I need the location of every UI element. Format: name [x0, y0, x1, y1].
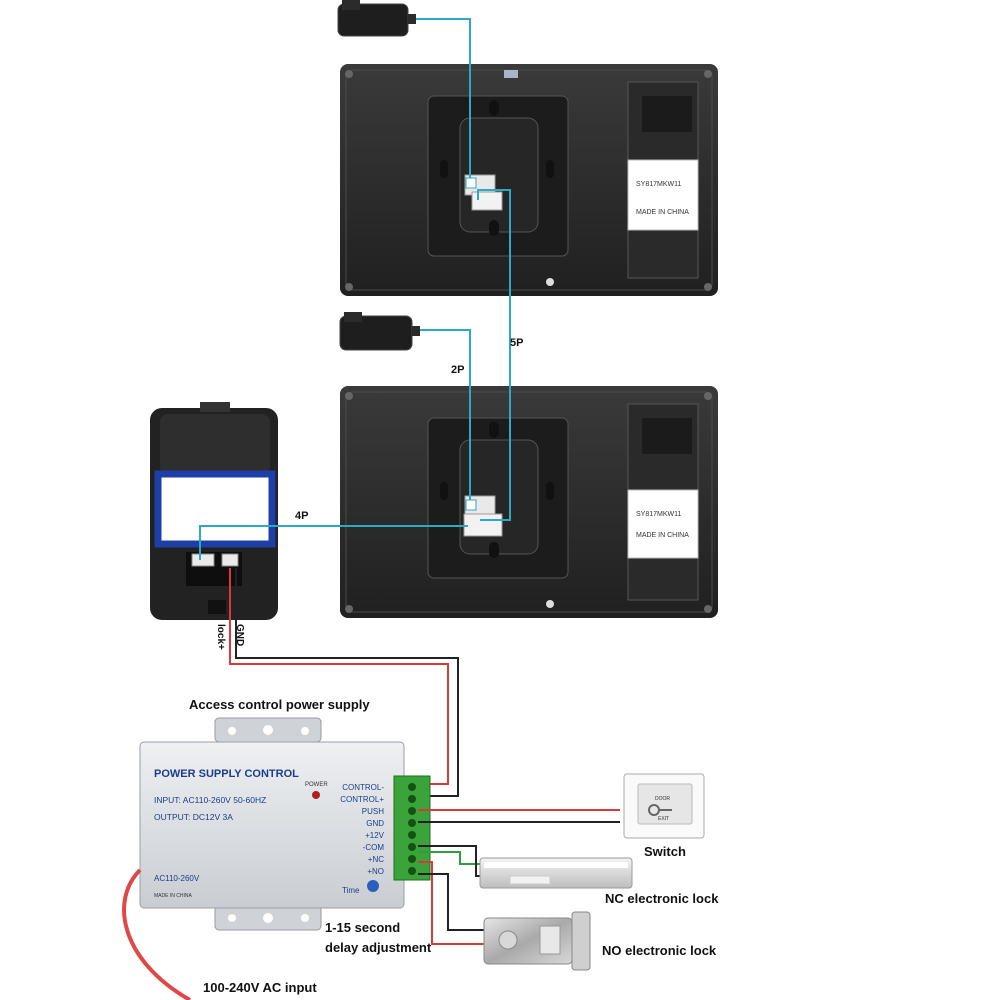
label-nc-lock: NC electronic lock [605, 891, 719, 906]
label-gnd: GND [234, 624, 245, 646]
monitor-1-model: SY817MKW11 [636, 181, 681, 188]
cable-2p [420, 329, 471, 506]
psu-output: OUTPUT: DC12V 3A [154, 812, 233, 822]
cable-5p [477, 189, 511, 521]
svg-text:CONTROL+: CONTROL+ [340, 795, 384, 804]
time-knob[interactable] [367, 880, 379, 892]
psu-terminal-labels: CONTROL- CONTROL+ PUSH GND +12V -COM +NC… [340, 783, 384, 876]
indoor-monitor-2: SY817MKW11 MADE IN CHINA [340, 386, 718, 618]
cable-top-adapter [416, 18, 471, 185]
label-4p: 4P [295, 510, 308, 522]
output-wires [418, 809, 620, 945]
power-adapter-top [337, 0, 416, 37]
svg-text:CONTROL-: CONTROL- [342, 783, 384, 792]
cable-4p [199, 525, 468, 560]
access-control-title: Access control power supply [189, 697, 370, 712]
delay-label-line1: 1-15 second [325, 920, 400, 935]
no-electric-lock [483, 911, 591, 971]
delay-label-line2: delay adjustment [325, 940, 432, 955]
monitor-2-made-in: MADE IN CHINA [636, 532, 689, 539]
monitor-2-model: SY817MKW11 [636, 511, 681, 518]
psu-power-label: POWER [305, 782, 328, 788]
svg-text:GND: GND [366, 819, 384, 828]
svg-text:+NC: +NC [368, 855, 384, 864]
cable-ends [465, 177, 477, 511]
psu-made-in: MADE IN CHINA [154, 893, 192, 899]
label-5p: 5P [510, 337, 523, 349]
psu-ac-range: AC110-260V [154, 874, 200, 883]
label-lock-plus: lock+ [215, 624, 226, 650]
label-ac-input: 100-240V AC input [203, 980, 317, 995]
outdoor-camera-unit [150, 402, 278, 620]
ac-input-cable [122, 868, 191, 1000]
data-cables [199, 18, 511, 560]
svg-text:+12V: +12V [365, 831, 385, 840]
svg-text:-COM: -COM [363, 843, 385, 852]
label-2p: 2P [451, 364, 464, 376]
psu-time-label: Time [342, 886, 360, 895]
exit-switch[interactable] [623, 773, 705, 839]
power-adapter-bottom [339, 312, 420, 351]
nc-magnetic-lock [479, 857, 633, 889]
power-led [312, 791, 320, 799]
label-switch: Switch [644, 844, 686, 859]
svg-text:+NO: +NO [367, 867, 384, 876]
psu-input: INPUT: AC110-260V 50-60HZ [154, 795, 266, 805]
monitor-1-made-in: MADE IN CHINA [636, 209, 689, 216]
lock-wires [229, 568, 459, 797]
exit-switch-bottom-label: EXIT [658, 816, 669, 822]
label-no-lock: NO electronic lock [602, 943, 717, 958]
indoor-monitor-1: SY817MKW11 MADE IN CHINA [340, 64, 718, 296]
psu-title: POWER SUPPLY CONTROL [154, 768, 299, 780]
svg-text:PUSH: PUSH [362, 807, 384, 816]
exit-switch-top-label: DOOR [655, 796, 670, 802]
